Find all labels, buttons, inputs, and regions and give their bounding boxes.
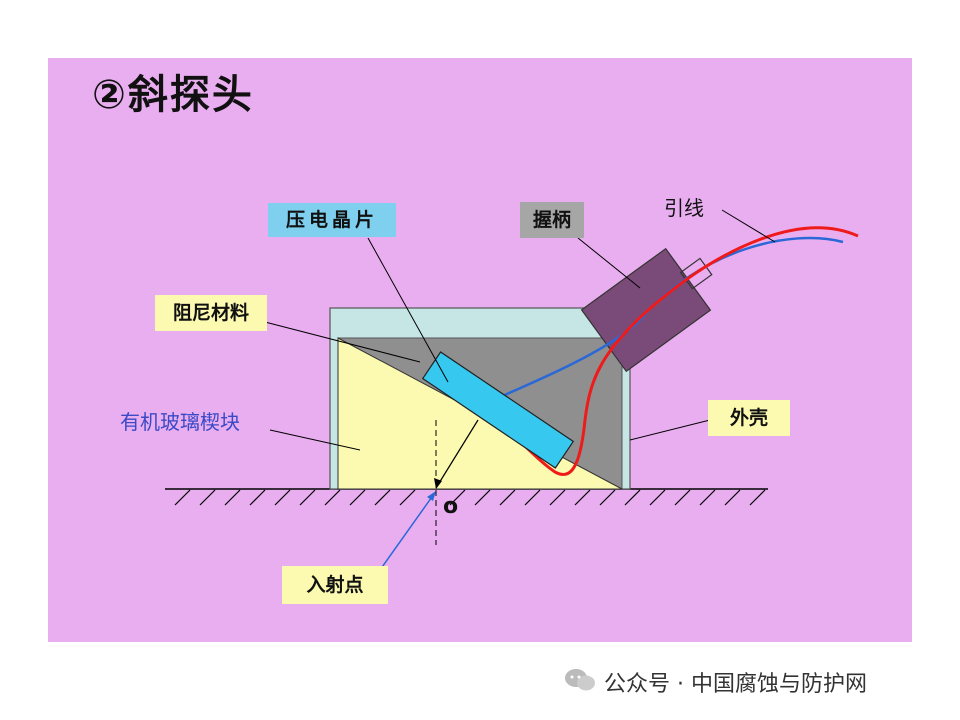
leader-damping xyxy=(264,321,421,363)
ground-hatching xyxy=(174,489,766,506)
label-point-o: o xyxy=(443,494,459,519)
wire-blue xyxy=(469,236,844,412)
page-title: ②斜探头 xyxy=(92,72,254,118)
piezo-crystal xyxy=(421,351,575,469)
label-incidence-point: 入射点 xyxy=(282,566,388,604)
beam-line xyxy=(435,419,479,489)
leader-wire xyxy=(721,209,776,243)
leader-wedge xyxy=(269,429,361,451)
wire-red xyxy=(517,226,859,476)
label-handle: 握柄 xyxy=(520,202,584,238)
footer-watermark: 公众号 · 中国腐蚀与防护网 xyxy=(604,672,867,697)
label-wedge: 有机玻璃楔块 xyxy=(120,410,240,434)
label-lead-wire: 引线 xyxy=(664,196,704,220)
incidence-arrowhead xyxy=(427,491,436,501)
crystal-group xyxy=(421,351,575,469)
leader-shell xyxy=(629,419,711,441)
label-shell: 外壳 xyxy=(708,400,790,436)
label-piezo-crystal: 压电晶片 xyxy=(268,203,396,237)
wechat-icon xyxy=(565,669,595,691)
leader-handle xyxy=(577,237,641,289)
incidence-arrow xyxy=(379,493,435,571)
label-damping-material: 阻尼材料 xyxy=(155,295,267,331)
leader-crystal xyxy=(367,237,449,383)
